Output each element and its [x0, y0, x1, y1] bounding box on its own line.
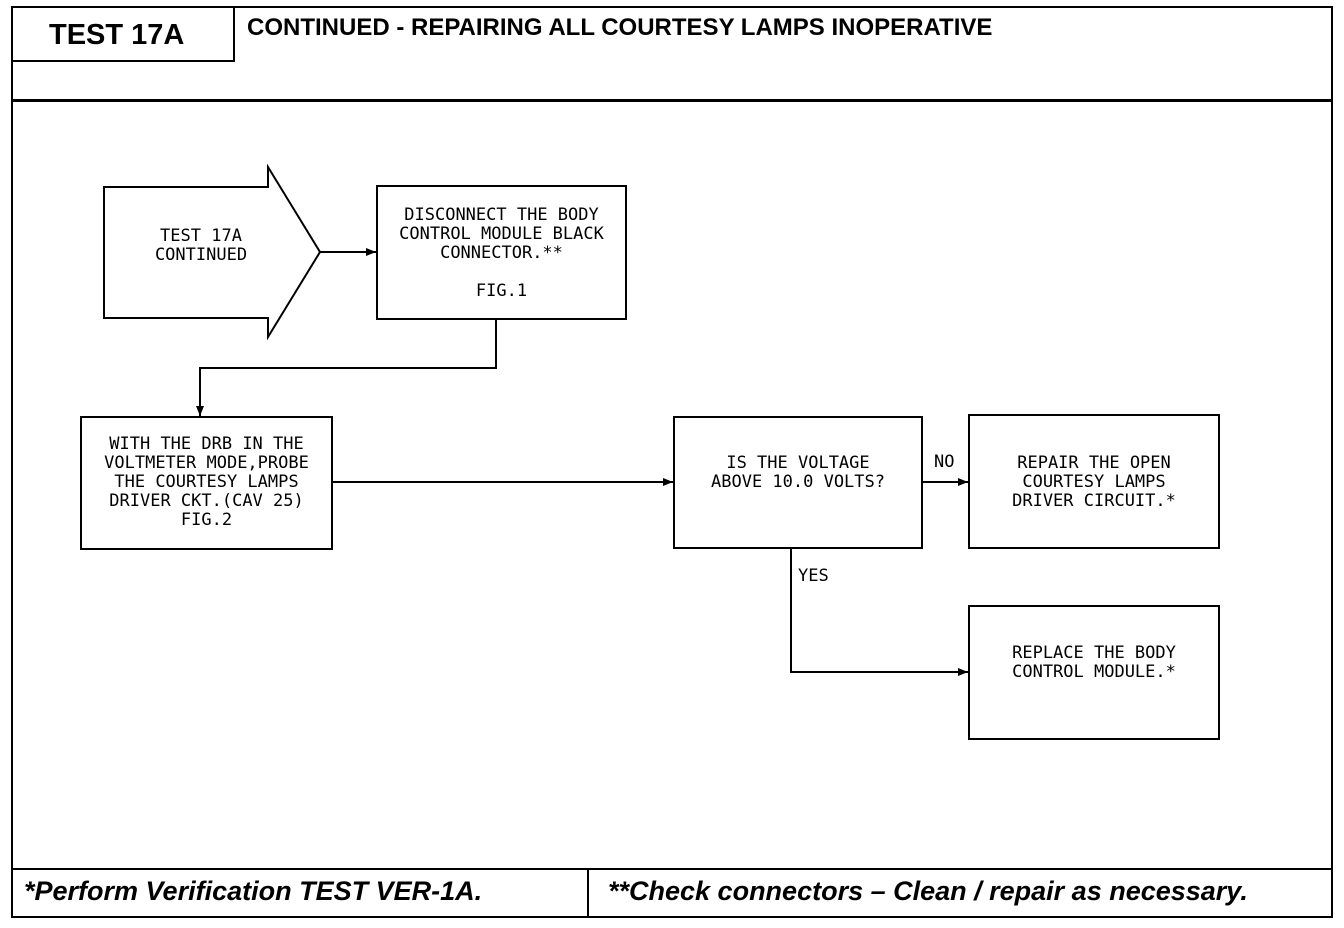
- repair-text: REPAIR THE OPEN COURTESY LAMPS DRIVER CI…: [1012, 453, 1176, 511]
- page-frame: [11, 6, 1333, 918]
- page-title: CONTINUED - REPAIRING ALL COURTESY LAMPS…: [247, 14, 993, 41]
- disconnect-box: DISCONNECT THE BODY CONTROL MODULE BLACK…: [376, 185, 627, 320]
- repair-box: REPAIR THE OPEN COURTESY LAMPS DRIVER CI…: [968, 414, 1220, 549]
- footer-note-verification: *Perform Verification TEST VER-1A.: [24, 876, 483, 906]
- footer-divider: [11, 868, 1333, 870]
- start-arrow-shape: [103, 163, 322, 341]
- test-id-box: TEST 17A: [11, 6, 235, 62]
- replace-text: REPLACE THE BODY CONTROL MODULE.*: [1012, 643, 1176, 682]
- no-label: NO: [934, 452, 955, 472]
- yes-label: YES: [798, 566, 829, 586]
- replace-box: REPLACE THE BODY CONTROL MODULE.*: [968, 605, 1220, 740]
- probe-box: WITH THE DRB IN THE VOLTMETER MODE,PROBE…: [80, 416, 333, 550]
- footer-separator: [587, 868, 589, 918]
- disconnect-text: DISCONNECT THE BODY CONTROL MODULE BLACK…: [399, 205, 604, 301]
- decision-text: IS THE VOLTAGE ABOVE 10.0 VOLTS?: [711, 453, 885, 492]
- decision-box: IS THE VOLTAGE ABOVE 10.0 VOLTS?: [673, 416, 923, 549]
- connector-yes: [790, 548, 968, 676]
- probe-text: WITH THE DRB IN THE VOLTMETER MODE,PROBE…: [104, 434, 309, 530]
- start-arrow-label: TEST 17A CONTINUED: [154, 226, 248, 265]
- header-divider: [11, 99, 1333, 102]
- connector-disconnect-to-probe: [196, 319, 497, 416]
- footer-note-connectors: **Check connectors – Clean / repair as n…: [608, 876, 1248, 906]
